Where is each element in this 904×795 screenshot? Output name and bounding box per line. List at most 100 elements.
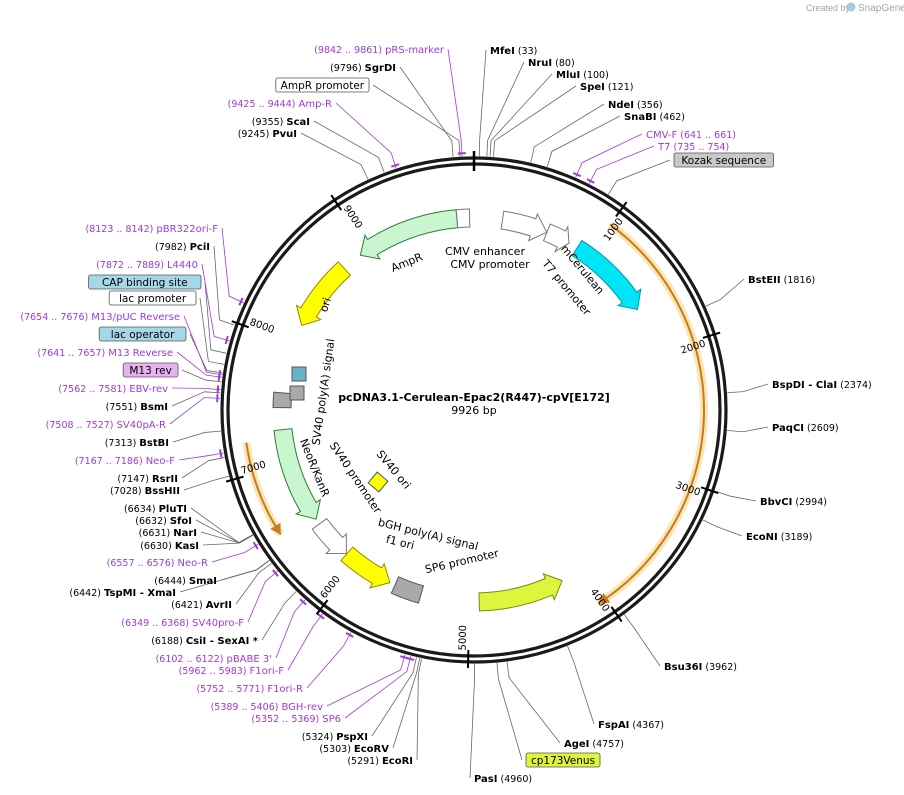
- site-bspdi[interactable]: BspDI - ClaI (2374): [772, 380, 872, 391]
- site-cap-binding-site[interactable]: CAP binding site: [88, 274, 202, 290]
- leader-line: [247, 570, 278, 623]
- site-pbabe-3[interactable]: (6102 .. 6122) pBABE 3': [156, 654, 272, 665]
- ruler-tick: [315, 599, 329, 615]
- site-ecori[interactable]: (5291) EcoRI: [347, 756, 413, 767]
- primer-position: (641 .. 661): [677, 130, 736, 141]
- site-sv40pa-r[interactable]: (7508 .. 7527) SV40pA-R: [46, 420, 166, 431]
- site-bbvci[interactable]: BbvCI (2994): [760, 497, 827, 508]
- site-ecorv[interactable]: (5303) EcoRV: [319, 744, 389, 755]
- site-bsu36i[interactable]: Bsu36I (3962): [664, 662, 737, 673]
- site-t7[interactable]: T7 (735 .. 754): [657, 142, 729, 153]
- site-label: (5962 .. 5983) F1ori-F: [179, 666, 285, 677]
- site-tspmi[interactable]: (6442) TspMI - XmaI: [69, 588, 176, 599]
- site-m13-reverse[interactable]: (7641 .. 7657) M13 Reverse: [37, 348, 173, 359]
- site-lac-promoter[interactable]: lac promoter: [108, 290, 197, 306]
- site-bsshii[interactable]: (7028) BssHII: [110, 486, 180, 497]
- site-label: (5324) PspXI: [302, 732, 368, 743]
- feature-cmv-promoter[interactable]: [542, 223, 570, 253]
- site-box-label: M13 rev: [129, 365, 172, 377]
- site-kasi[interactable]: (6630) KasI: [140, 541, 199, 552]
- enzyme-name: PluTI: [159, 504, 187, 515]
- site-pvui[interactable]: (9245) PvuI: [238, 129, 297, 140]
- site-lac-operator[interactable]: lac operator: [98, 326, 187, 342]
- site-agei[interactable]: AgeI (4757): [564, 739, 624, 750]
- site-m13-puc-reverse[interactable]: (7654 .. 7676) M13/pUC Reverse: [20, 312, 180, 323]
- site-pluti[interactable]: (6634) PluTI: [124, 504, 187, 515]
- enzyme-position: (462): [656, 112, 685, 123]
- enzyme-name: NdeI: [608, 100, 634, 111]
- site-neo-r[interactable]: (6557 .. 6576) Neo-R: [107, 558, 208, 569]
- site-bgh-rev[interactable]: (5389 .. 5406) BGH-rev: [211, 702, 323, 713]
- site-paqci[interactable]: PaqCI (2609): [772, 423, 839, 434]
- enzyme-position: (33): [515, 46, 538, 57]
- feature-cmv-enhancer[interactable]: [500, 210, 548, 242]
- feature-f1-ori[interactable]: [340, 546, 391, 589]
- feature-ampr-promoter[interactable]: [455, 208, 471, 229]
- feature-ori[interactable]: [295, 261, 352, 326]
- primer-name: Neo-F: [146, 456, 176, 467]
- site-bsmi[interactable]: (7551) BsmI: [106, 402, 168, 413]
- site-f1ori-f[interactable]: (5962 .. 5983) F1ori-F: [179, 666, 285, 677]
- site-neo-f[interactable]: (7167 .. 7186) Neo-F: [75, 456, 175, 467]
- site-box-label: AmpR promoter: [281, 80, 365, 92]
- site-bsteii[interactable]: BstEII (1816): [748, 275, 815, 286]
- feature-cp173venus[interactable]: [478, 573, 563, 612]
- site-amp-r[interactable]: (9425 .. 9444) Amp-R: [228, 99, 332, 110]
- site-spei[interactable]: SpeI (121): [580, 82, 633, 93]
- site-sv40pro-f[interactable]: (6349 .. 6368) SV40pro-F: [121, 618, 244, 629]
- site-ebv-rev[interactable]: (7562 .. 7581) EBV-rev: [58, 384, 168, 395]
- leader-line: [478, 49, 487, 157]
- feature-sv40-promoter[interactable]: [311, 517, 347, 554]
- site-sp6[interactable]: (5352 .. 5369) SP6: [251, 714, 341, 725]
- site-mlui[interactable]: MluI (100): [556, 70, 609, 81]
- site-label: PaqCI (2609): [772, 423, 839, 434]
- site-cmv-f[interactable]: CMV-F (641 .. 661): [646, 130, 736, 141]
- site-nari[interactable]: (6631) NarI: [139, 528, 197, 539]
- feature-label: SP6 promoter: [424, 547, 501, 577]
- site-pcii[interactable]: (7982) PciI: [155, 242, 210, 253]
- site-fspai[interactable]: FspAI (4367): [598, 720, 664, 731]
- site-label: EcoNI (3189): [746, 532, 812, 543]
- site-label: (6421) AvrII: [171, 600, 232, 611]
- leader-line: [469, 663, 475, 779]
- site-sfoi[interactable]: (6632) SfoI: [135, 516, 192, 527]
- site-label: (7028) BssHII: [110, 486, 180, 497]
- site-labels[interactable]: MfeI (33)NruI (80)MluI (100)SpeI (121) Nd…: [20, 45, 871, 785]
- site-scai[interactable]: (9355) ScaI: [252, 117, 310, 128]
- enzyme-position: (5291): [347, 756, 382, 767]
- site-cp173venus[interactable]: cp173Venus: [525, 752, 601, 768]
- site-mfei[interactable]: MfeI (33): [490, 46, 537, 57]
- site-nrui[interactable]: NruI (80): [528, 58, 575, 69]
- site-smai[interactable]: (6444) SmaI: [154, 576, 217, 587]
- site-pspxi[interactable]: (5324) PspXI: [302, 732, 368, 743]
- site-f1ori-r[interactable]: (5752 .. 5771) F1ori-R: [196, 684, 303, 695]
- site-ndei[interactable]: NdeI (356): [608, 100, 663, 111]
- ruler-tick: [700, 486, 719, 495]
- site-csii[interactable]: (6188) CsiI - SexAI *: [151, 636, 259, 647]
- site-rsrii[interactable]: (7147) RsrII: [117, 474, 178, 485]
- site-econi[interactable]: EcoNI (3189): [746, 532, 812, 543]
- primer-name: F1ori-R: [267, 684, 303, 695]
- site-m13-rev[interactable]: M13 rev: [122, 362, 179, 378]
- primer-name: M13 Reverse: [108, 348, 173, 359]
- site-snabi[interactable]: SnaBI (462): [624, 112, 685, 123]
- leader-line: [506, 661, 561, 744]
- site-sgrdi[interactable]: (9796) SgrDI: [330, 63, 396, 74]
- enzyme-isoschizomer: - SexAI *: [206, 636, 258, 647]
- site-label: (9425 .. 9444) Amp-R: [228, 99, 332, 110]
- feature-neor-kanr[interactable]: [273, 428, 322, 520]
- leader-line: [371, 657, 417, 737]
- site-bstbi[interactable]: (7313) BstBI: [105, 438, 169, 449]
- site-l4440[interactable]: (7872 .. 7889) L4440: [96, 260, 198, 271]
- feature-mcerulean[interactable]: [571, 239, 642, 311]
- site-ampr-promoter[interactable]: AmpR promoter: [275, 77, 370, 93]
- primer-position: (7167 .. 7186): [75, 456, 146, 467]
- feature-bgh-poly-a-signal[interactable]: [390, 576, 425, 604]
- site-pbr322ori-f[interactable]: (8123 .. 8142) pBR322ori-F: [86, 224, 219, 235]
- feature-sv40-poly-a-signal[interactable]: [272, 391, 293, 409]
- site-avrii[interactable]: (6421) AvrII: [171, 600, 232, 611]
- site-kozak-sequence[interactable]: Kozak sequence: [673, 152, 774, 168]
- site-pasi[interactable]: PasI (4960): [474, 774, 532, 785]
- feature-ampr[interactable]: [359, 209, 459, 260]
- site-prs-marker[interactable]: (9842 .. 9861) pRS-marker: [314, 45, 445, 56]
